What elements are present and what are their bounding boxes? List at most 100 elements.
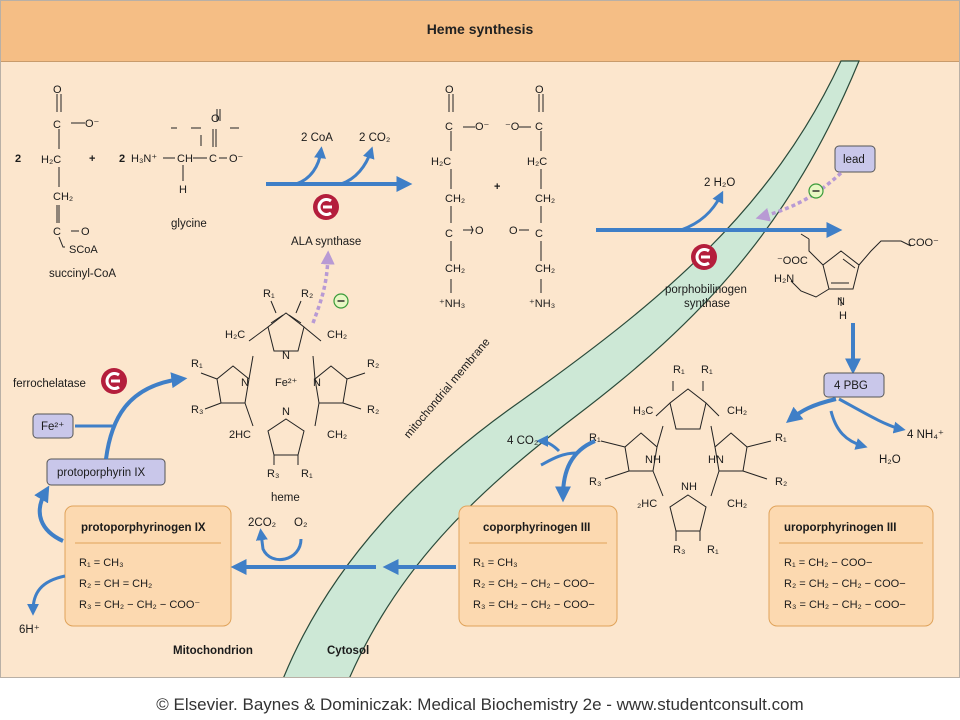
r1-definition: R₁ = CH₃	[79, 557, 124, 569]
pathway-diagram: mitochondrial membrane O C O⁻ H₂C CH₂ C …	[13, 60, 944, 677]
figure-title: Heme synthesis	[426, 21, 534, 37]
protons-byproduct: 6H⁺	[19, 624, 40, 636]
svg-text:COO⁻: COO⁻	[908, 237, 939, 249]
uroporphyrinogen-box: uroporphyrinogen III R₁ = CH₂ − COO− R₂ …	[768, 505, 934, 627]
r1-definition: R₁ = CH₂ − COO−	[784, 557, 872, 569]
mitochondrion-label: Mitochondrion	[173, 645, 253, 657]
svg-text:N: N	[313, 377, 321, 389]
pbg-synthase-enzyme-icon	[689, 242, 719, 272]
co2-byproduct: 2 CO₂	[359, 132, 390, 144]
svg-text:R₁: R₁	[263, 288, 275, 300]
svg-text:H₃N⁺: H₃N⁺	[131, 153, 157, 165]
coporphyrinogen-box: coporphyrinogen III R₁ = CH₃ R₂ = CH₂ − …	[458, 505, 618, 627]
water-byproduct: 2 H₂O	[704, 177, 735, 189]
svg-text:HN: HN	[708, 454, 724, 466]
r3-definition: R₃ = CH₂ − CH₂ − COO⁻	[79, 599, 200, 611]
svg-text:R₁: R₁	[775, 432, 787, 444]
svg-text:O⁻: O⁻	[229, 153, 244, 165]
r2-definition: R₂ = CH = CH₂	[79, 578, 152, 590]
ala-synthase-enzyme-icon	[311, 192, 341, 222]
pbg-synthase-label-1: porphobilinogen	[665, 284, 747, 296]
svg-text:R₁: R₁	[301, 468, 313, 480]
oxygen-input: O₂	[294, 517, 307, 529]
svg-text:N: N	[837, 296, 845, 308]
svg-text:CH₂: CH₂	[535, 193, 555, 205]
box-title: protoporphyrinogen IX	[81, 522, 206, 534]
svg-text:O: O	[211, 113, 220, 125]
cytosol-label: Cytosol	[327, 645, 369, 657]
plus-sign: +	[89, 153, 95, 165]
svg-text:CH₂: CH₂	[327, 329, 347, 341]
svg-text:R₂: R₂	[301, 288, 313, 300]
svg-text:N: N	[241, 377, 249, 389]
svg-text:CH₂: CH₂	[445, 193, 465, 205]
mitochondrial-membrane	[283, 60, 860, 677]
svg-text:NH: NH	[645, 454, 661, 466]
r3-definition: R₃ = CH₂ − CH₂ − COO−	[784, 599, 906, 611]
svg-text:⁺NH₃: ⁺NH₃	[439, 298, 465, 310]
heme-label: heme	[271, 492, 300, 504]
figure: Heme synthesis mitochondrial membrane	[0, 0, 960, 678]
r2-definition: R₂ = CH₂ − CH₂ − COO−	[784, 578, 906, 590]
lead-inhibition-arrow	[755, 171, 843, 222]
svg-text:C: C	[445, 228, 453, 240]
svg-text:R₃: R₃	[191, 404, 203, 416]
svg-text:H₂C: H₂C	[225, 329, 245, 341]
pbg-label: 4 PBG	[834, 380, 868, 392]
coefficient-2: 2	[119, 153, 125, 165]
svg-text:CH: CH	[177, 153, 193, 165]
svg-text:H₂C: H₂C	[41, 154, 61, 166]
heme-feedback-arrow	[311, 250, 335, 324]
svg-text:CH₂: CH₂	[727, 405, 747, 417]
protoporphyrinogen-box: protoporphyrinogen IX R₁ = CH₃ R₂ = CH =…	[64, 505, 232, 627]
lead-box	[834, 145, 876, 173]
svg-text:C: C	[445, 121, 453, 133]
svg-text:R₁: R₁	[589, 432, 601, 444]
svg-text:R₃: R₃	[673, 544, 685, 556]
svg-text:⁻OOC: ⁻OOC	[777, 255, 808, 267]
svg-text:CH₂: CH₂	[535, 263, 555, 275]
pbg-box	[823, 372, 885, 398]
r1-definition: R₁ = CH₃	[473, 557, 518, 569]
svg-text:H₂N: H₂N	[774, 273, 794, 285]
svg-text:N: N	[282, 406, 290, 418]
svg-text:₂HC: ₂HC	[637, 498, 657, 510]
svg-text:R₁: R₁	[707, 544, 719, 556]
ala-synthase-label: ALA synthase	[291, 236, 361, 248]
svg-text:2HC: 2HC	[229, 429, 251, 441]
inhibition-sign-icon	[808, 183, 824, 199]
svg-text:O: O	[81, 226, 90, 238]
title-bar: Heme synthesis	[1, 1, 959, 62]
svg-text:O: O	[445, 84, 454, 96]
fe-box	[32, 413, 74, 439]
svg-text:R₂: R₂	[775, 476, 787, 488]
svg-text:H: H	[179, 184, 187, 196]
ammonium-byproduct: 4 NH₄⁺	[907, 429, 944, 441]
svg-text:H₃C: H₃C	[633, 405, 653, 417]
svg-text:O: O	[475, 225, 484, 237]
svg-text:O: O	[535, 84, 544, 96]
svg-text:NH: NH	[681, 481, 697, 493]
svg-text:R₂: R₂	[367, 404, 379, 416]
svg-text:H: H	[839, 310, 847, 322]
svg-text:CH₂: CH₂	[445, 263, 465, 275]
svg-text:CH₂: CH₂	[327, 429, 347, 441]
box-title: coporphyrinogen III	[483, 522, 590, 534]
svg-text:C: C	[53, 119, 61, 131]
fe-input-label: Fe²⁺	[41, 421, 64, 433]
protoporphyrin-label: protoporphyrin IX	[57, 467, 146, 479]
svg-text:H₂C: H₂C	[431, 156, 451, 168]
succinyl-coa-label: succinyl-CoA	[49, 268, 116, 280]
glycine-label: glycine	[171, 218, 207, 230]
ferrochelatase-label: ferrochelatase	[13, 378, 86, 390]
heme-iron-label: Fe²⁺	[275, 377, 298, 389]
ferrochelatase-enzyme-icon	[99, 366, 129, 396]
succinyl-coa-structure	[56, 94, 239, 248]
coefficient-2: 2	[15, 153, 21, 165]
svg-text:O: O	[53, 84, 62, 96]
svg-text:O⁻: O⁻	[85, 118, 100, 130]
svg-text:⁻O: ⁻O	[505, 121, 520, 133]
porphobilinogen-structure	[790, 233, 912, 306]
svg-text:O: O	[509, 225, 518, 237]
svg-text:SCoA: SCoA	[69, 244, 98, 256]
